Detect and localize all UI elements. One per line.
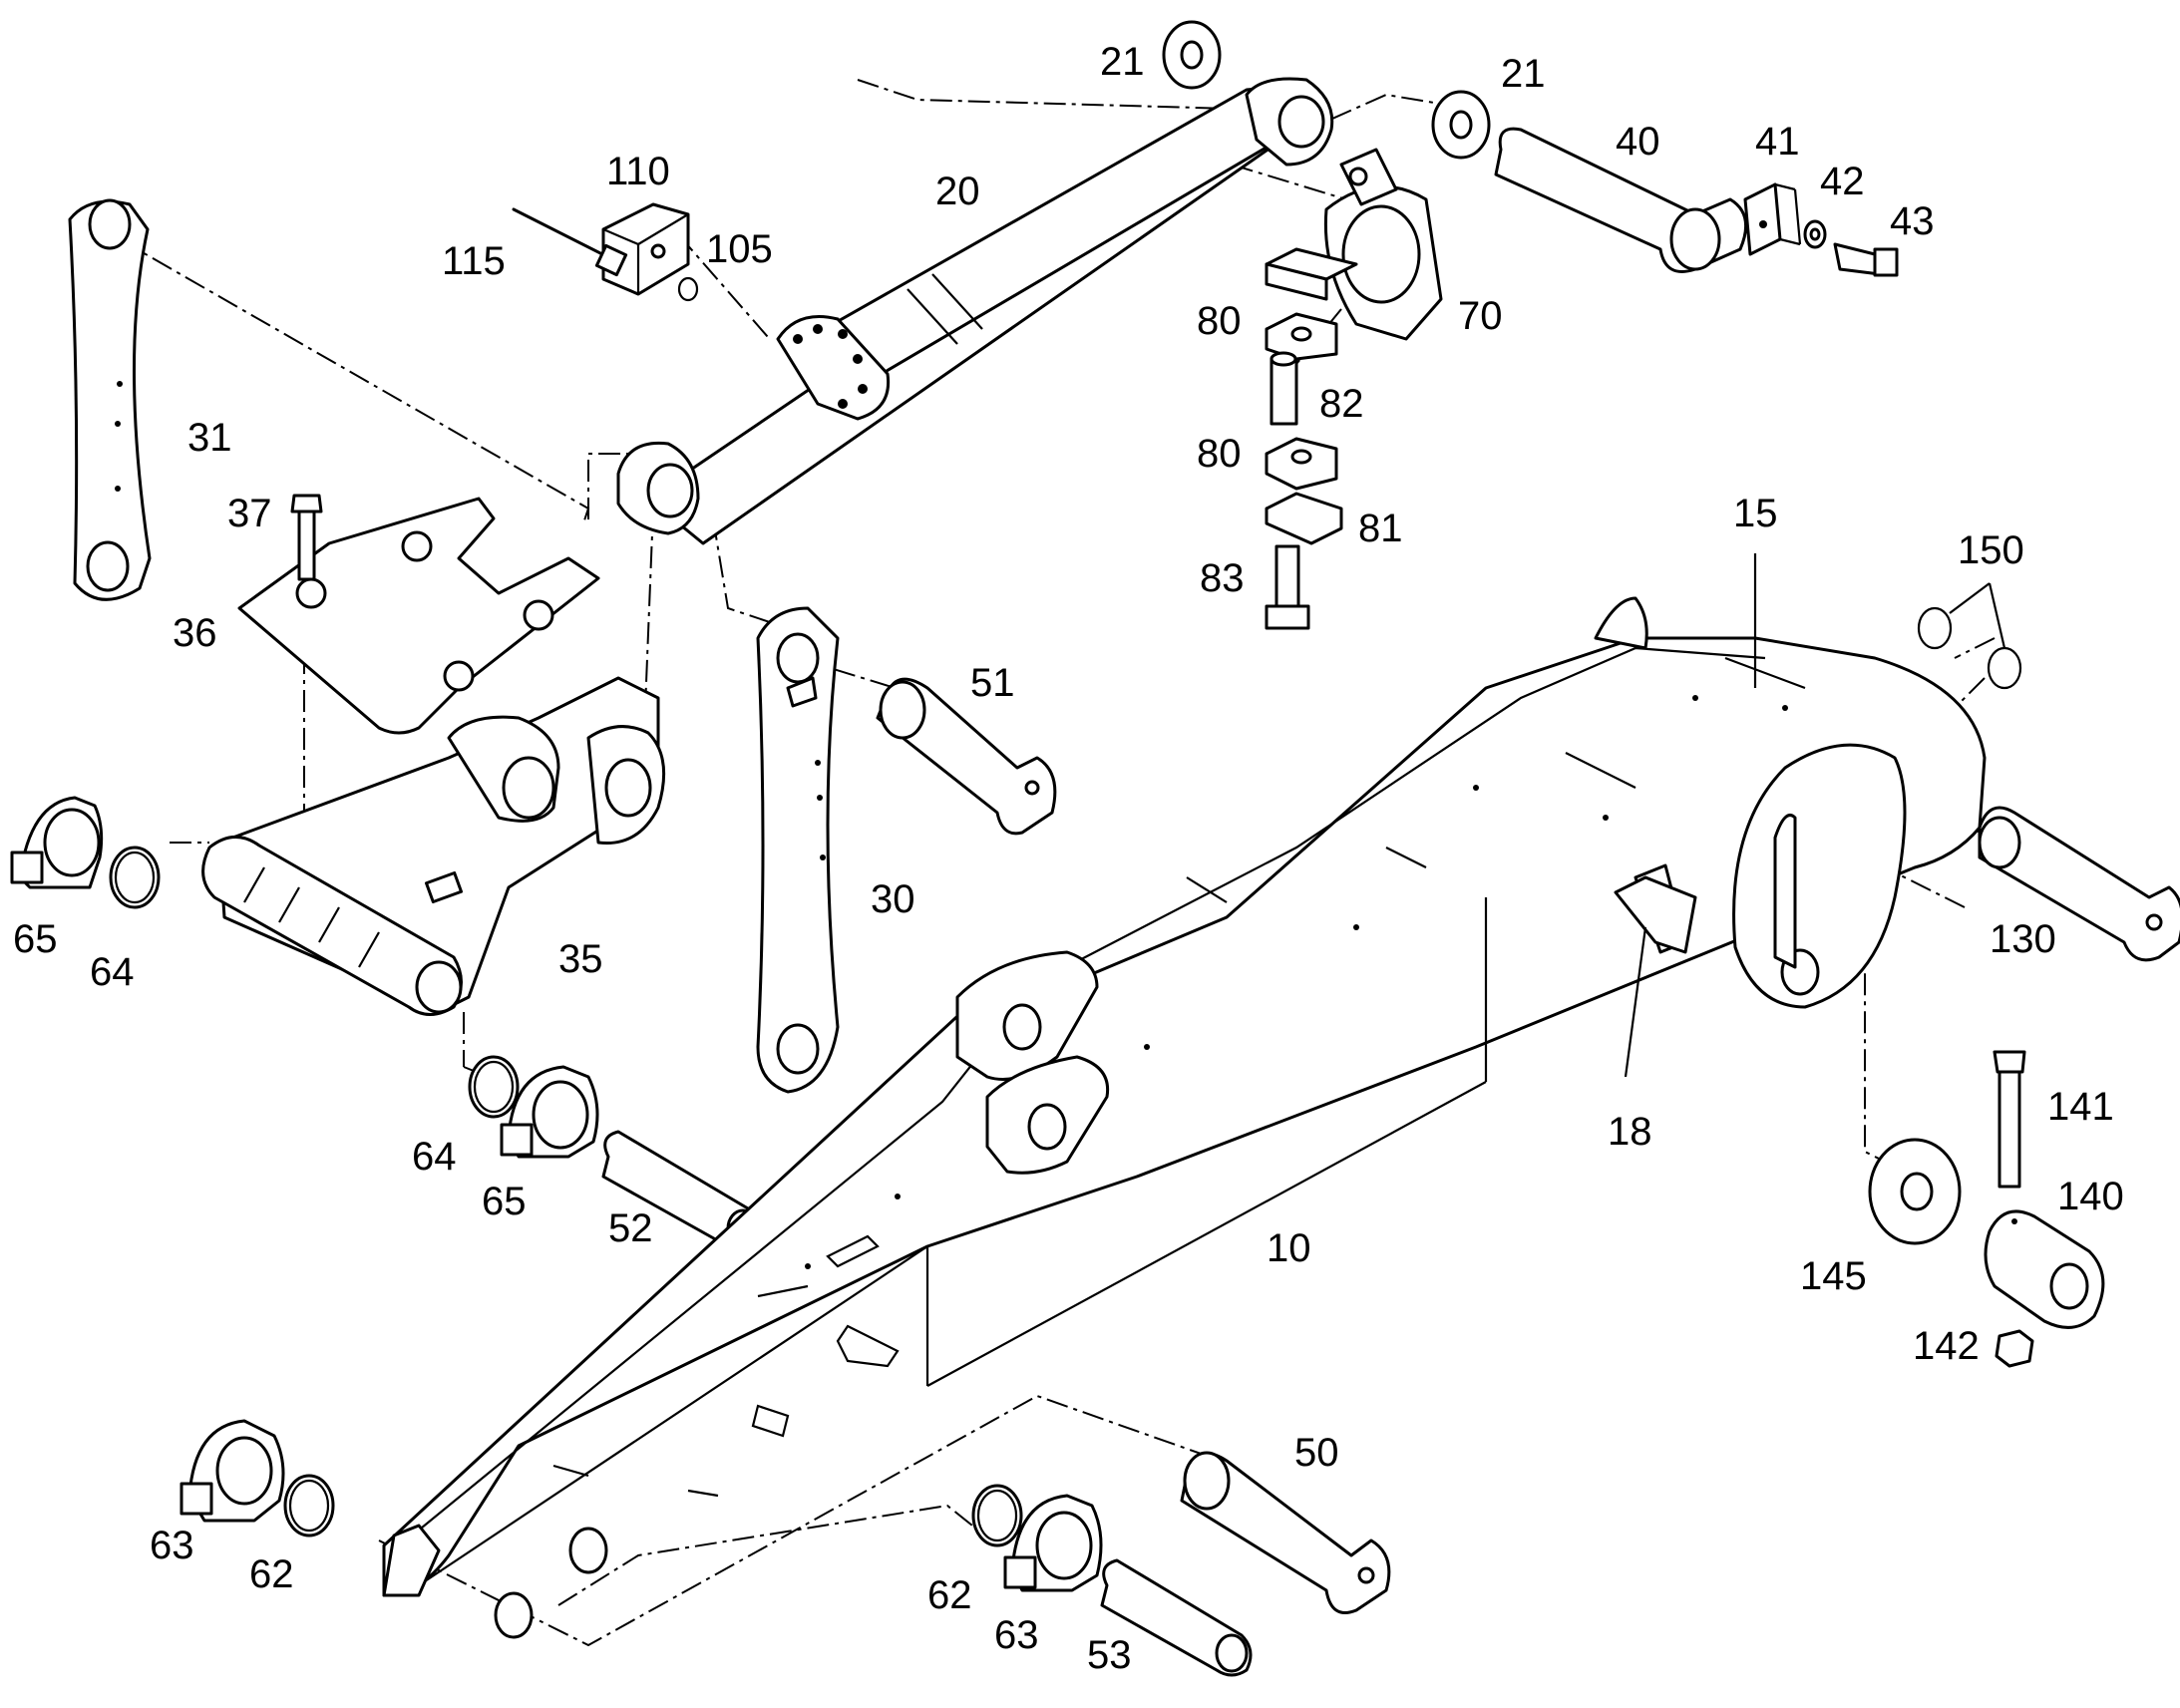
label-70: 70 xyxy=(1458,294,1503,338)
label-62-right: 62 xyxy=(927,1573,972,1617)
label-80-upper: 80 xyxy=(1197,299,1242,343)
label-15: 15 xyxy=(1733,492,1778,535)
label-150: 150 xyxy=(1958,528,2024,572)
label-83: 83 xyxy=(1200,556,1245,600)
part-43-bolt xyxy=(1833,242,1899,277)
part-41-plate xyxy=(1743,182,1802,256)
part-10-boom xyxy=(382,596,1987,1639)
label-62-left: 62 xyxy=(249,1552,294,1596)
part-64-ring-upper xyxy=(109,846,161,909)
label-65-upper: 65 xyxy=(13,917,58,961)
part-150-orings xyxy=(1917,582,2022,690)
label-18: 18 xyxy=(1608,1110,1652,1154)
part-145-washer xyxy=(1868,1138,1962,1245)
part-labels: 10 15 18 20 21 21 30 31 35 36 37 40 41 4… xyxy=(13,40,2124,1677)
label-42: 42 xyxy=(1820,160,1865,203)
label-21-right: 21 xyxy=(1501,52,1546,96)
label-145: 145 xyxy=(1800,1254,1867,1298)
part-50-pin xyxy=(1180,1451,1391,1614)
label-52: 52 xyxy=(608,1206,653,1250)
label-105: 105 xyxy=(706,227,773,271)
part-35-yoke xyxy=(201,676,666,1016)
part-110-block xyxy=(601,202,690,296)
part-18-decal xyxy=(1614,875,1697,1078)
part-30-link xyxy=(756,606,840,1094)
part-64-ring-lower xyxy=(468,1055,520,1119)
part-63-clamp-lower-mid xyxy=(1003,1494,1103,1592)
label-82: 82 xyxy=(1319,382,1364,426)
part-80-block-upper xyxy=(1265,247,1358,361)
label-140: 140 xyxy=(2057,1175,2124,1218)
part-130-pin xyxy=(1978,806,2180,962)
part-141-bolt xyxy=(1993,1050,2026,1189)
label-63-left: 63 xyxy=(150,1524,194,1567)
label-142: 142 xyxy=(1913,1324,1980,1368)
label-30: 30 xyxy=(871,877,915,921)
label-64-upper: 64 xyxy=(90,950,135,994)
label-20: 20 xyxy=(935,170,980,213)
label-53: 53 xyxy=(1087,1633,1132,1677)
part-140-sleeve xyxy=(1984,1209,2105,1329)
part-65-clamp-lower xyxy=(500,1065,599,1159)
part-81-plate xyxy=(1265,492,1343,545)
label-64-lower: 64 xyxy=(412,1135,457,1179)
part-37-bolt xyxy=(290,494,323,581)
part-36-plate xyxy=(237,497,600,735)
label-110: 110 xyxy=(606,150,670,193)
part-20-cylinder xyxy=(616,77,1334,545)
label-35: 35 xyxy=(558,937,603,981)
part-51-pin xyxy=(876,677,1057,836)
label-65-lower: 65 xyxy=(482,1180,527,1223)
label-51: 51 xyxy=(970,661,1015,705)
part-62-ring-lower-mid xyxy=(971,1484,1023,1547)
label-80-lower: 80 xyxy=(1197,432,1242,476)
label-63-right: 63 xyxy=(994,1613,1039,1657)
part-21-washer-right xyxy=(1431,90,1491,160)
label-31: 31 xyxy=(187,416,232,460)
label-10: 10 xyxy=(1267,1226,1311,1270)
part-65-clamp-upper xyxy=(10,796,104,889)
part-82-spacer xyxy=(1270,351,1298,426)
part-62-ring-lower-left xyxy=(283,1474,335,1537)
part-105-oring xyxy=(677,276,699,302)
part-21-washer-left xyxy=(1162,20,1222,90)
part-42-washer xyxy=(1803,219,1827,249)
part-63-clamp-lower-left xyxy=(180,1419,285,1523)
label-43: 43 xyxy=(1890,199,1935,243)
label-81: 81 xyxy=(1358,507,1403,550)
label-141: 141 xyxy=(2047,1085,2114,1129)
label-115: 115 xyxy=(442,239,506,283)
label-36: 36 xyxy=(173,611,217,655)
part-80-block-lower xyxy=(1265,437,1338,491)
part-83-bolt xyxy=(1265,544,1310,630)
label-130: 130 xyxy=(1990,917,2056,961)
label-40: 40 xyxy=(1616,120,1660,164)
label-41: 41 xyxy=(1755,120,1800,164)
part-142-nut xyxy=(1995,1329,2034,1368)
label-21-left: 21 xyxy=(1100,40,1145,84)
part-70-hose-clamp xyxy=(1323,148,1443,341)
part-31-link xyxy=(68,198,152,601)
label-37: 37 xyxy=(227,492,272,535)
part-53-pin xyxy=(1100,1558,1253,1677)
label-50: 50 xyxy=(1294,1431,1339,1475)
part-40-pin xyxy=(1494,127,1748,273)
part-115-bolt xyxy=(512,207,628,277)
